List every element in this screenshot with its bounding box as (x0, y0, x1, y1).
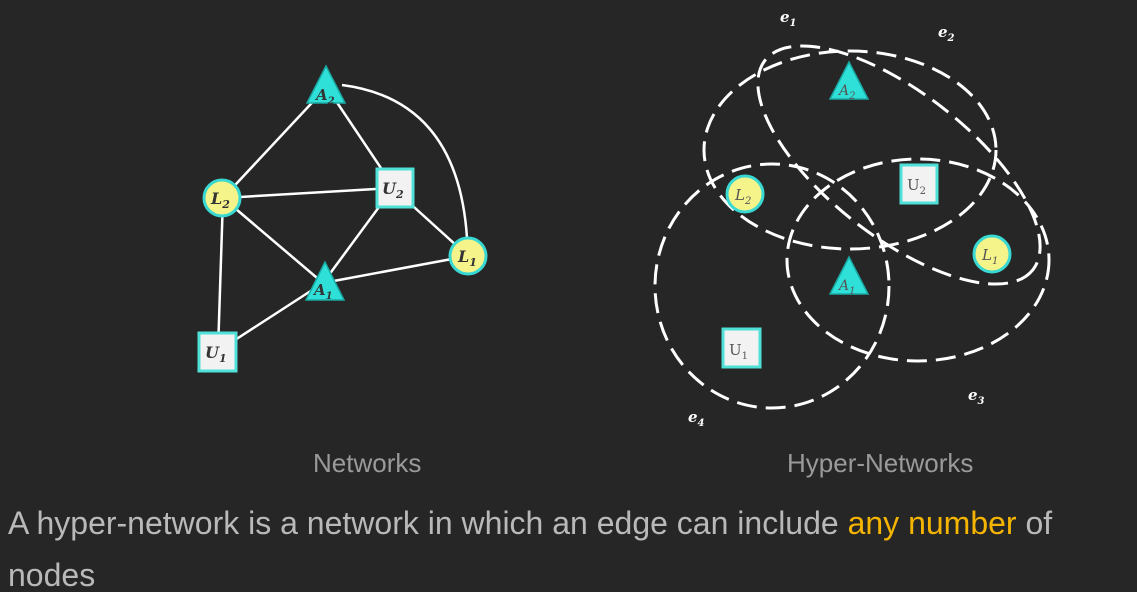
node-label: U1 (205, 343, 227, 365)
node-label: U2 (907, 176, 926, 197)
statement-text-after: of nodes (8, 505, 1053, 592)
network-diagram: A2 L2 U2 L1 (197, 64, 488, 373)
node-l1: L1 (448, 236, 488, 276)
hyperedge-label-e3: e3 (968, 386, 985, 407)
node-label: A1 (837, 278, 856, 297)
square-icon (375, 167, 415, 209)
hyperedge-label-e4: e4 (688, 408, 705, 429)
edge-a2-l1 (341, 83, 469, 239)
node-a2: A2 (305, 64, 347, 107)
node-a1: A1 (304, 260, 346, 302)
circle-icon (202, 178, 242, 218)
node-label: L2 (734, 186, 751, 207)
diagram-canvas: A2 L2 U2 L1 (197, 8, 1051, 429)
node-u1: U1 (197, 331, 238, 373)
circle-icon (972, 234, 1012, 274)
statement-text-before: A hyper-network is a network in which an… (8, 505, 848, 541)
node-u2: U2 (375, 167, 415, 209)
triangle-icon (828, 60, 870, 100)
square-icon (899, 163, 939, 205)
node-label: L1 (981, 246, 998, 267)
triangle-icon (828, 255, 870, 295)
edge-l2-u2 (222, 186, 394, 200)
triangle-icon (305, 64, 347, 104)
hyperedge-e1 (756, 44, 1042, 286)
node-label: A2 (837, 83, 856, 102)
definition-statement: A hyper-network is a network in which an… (8, 497, 1136, 592)
circle-icon (725, 174, 765, 214)
hnode-a1: A1 (828, 255, 870, 297)
network-edges (216, 83, 469, 353)
node-label: U2 (382, 179, 404, 201)
hyperedges (653, 44, 1051, 410)
triangle-icon (304, 260, 346, 301)
node-label: A1 (312, 281, 333, 302)
edge-l2-a1 (222, 197, 324, 284)
hnode-u2: U2 (899, 163, 939, 205)
statement-highlight: any number (847, 505, 1017, 541)
caption-hyper-networks: Hyper-Networks (787, 448, 974, 478)
hyperedge-e2 (702, 49, 998, 251)
node-label: A2 (314, 86, 335, 107)
square-icon (197, 331, 238, 373)
hyperedge-label-e2: e2 (938, 23, 955, 44)
edge-a1-l1 (322, 254, 469, 285)
hnode-a2: A2 (828, 60, 870, 102)
hnode-l2: L2 (725, 174, 765, 214)
hnode-u1: U1 (721, 327, 762, 369)
hyperedge-e3 (785, 157, 1051, 363)
square-icon (721, 327, 762, 369)
hypernetwork-diagram: e1 e2 e3 e4 A2 L2 (653, 8, 1051, 429)
node-label: L1 (457, 247, 477, 269)
node-l2: L2 (202, 178, 242, 218)
edge-l2-u1 (216, 197, 225, 352)
hyperedge-label-e1: e1 (780, 8, 797, 29)
circle-icon (448, 236, 488, 276)
node-label: L2 (210, 189, 230, 211)
hnode-l1: L1 (972, 234, 1012, 274)
hyperedge-e4 (653, 162, 891, 410)
caption-networks: Networks (313, 448, 422, 478)
node-label: U1 (729, 341, 748, 362)
edge-a2-l2 (222, 91, 323, 199)
